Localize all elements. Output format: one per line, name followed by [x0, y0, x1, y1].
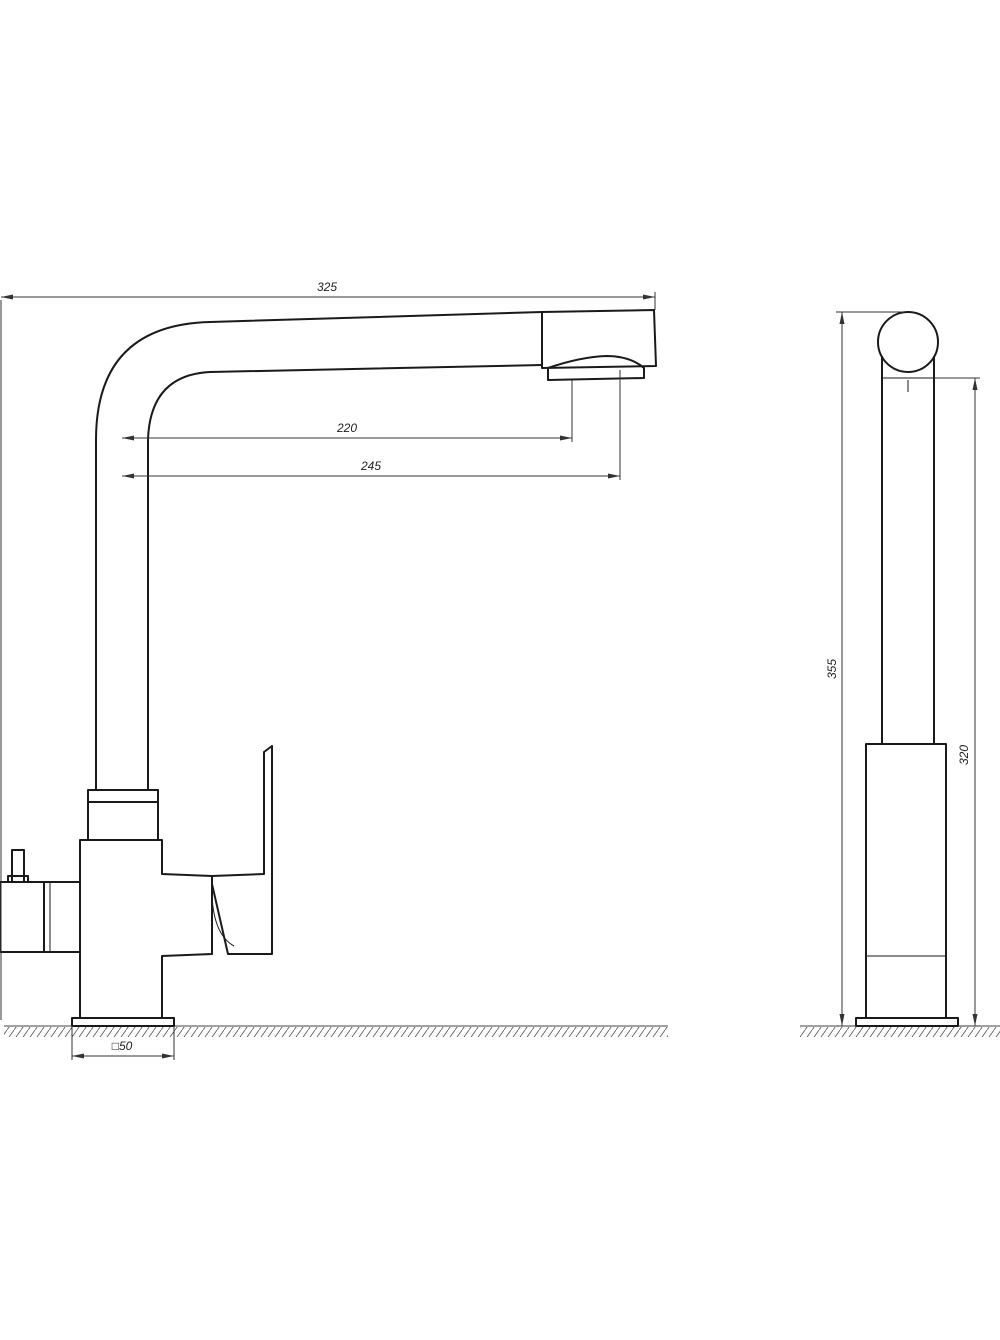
body-side: [865, 743, 947, 1019]
base-square-value: 50: [119, 1039, 133, 1053]
side-ground: [800, 1025, 1000, 1037]
lever-handle: [211, 745, 273, 955]
dimension-spout-height: 320: [934, 377, 980, 1027]
tube-side: [881, 356, 935, 744]
dimension-label-325: 325: [317, 280, 337, 294]
dimension-label-320: 320: [957, 745, 971, 765]
dimension-label-220: 220: [336, 421, 357, 435]
filter-valve: [0, 849, 81, 953]
base-plate: [71, 1017, 175, 1027]
spout: [95, 311, 543, 790]
collar-ring: [87, 789, 159, 841]
dimension-base-square: □50: [71, 1026, 175, 1060]
dimension-total-height: 355: [825, 311, 904, 1027]
dimension-label-245: 245: [360, 459, 381, 473]
front-view: [0, 309, 668, 1037]
dimension-overall-reach: 325: [0, 280, 656, 1020]
dimension-label-355: 355: [825, 659, 839, 679]
square-symbol: □: [112, 1039, 119, 1053]
spout-head: [541, 309, 657, 381]
front-ground: [4, 1025, 668, 1037]
dimension-spout-reach-outer: 245: [122, 370, 621, 480]
dimension-spout-reach-inner: 220: [122, 380, 573, 442]
faucet-body: [79, 839, 213, 1019]
base-plate-side: [855, 1017, 959, 1027]
dimension-label-base: □50: [112, 1039, 133, 1053]
spout-head-side: [877, 311, 939, 373]
